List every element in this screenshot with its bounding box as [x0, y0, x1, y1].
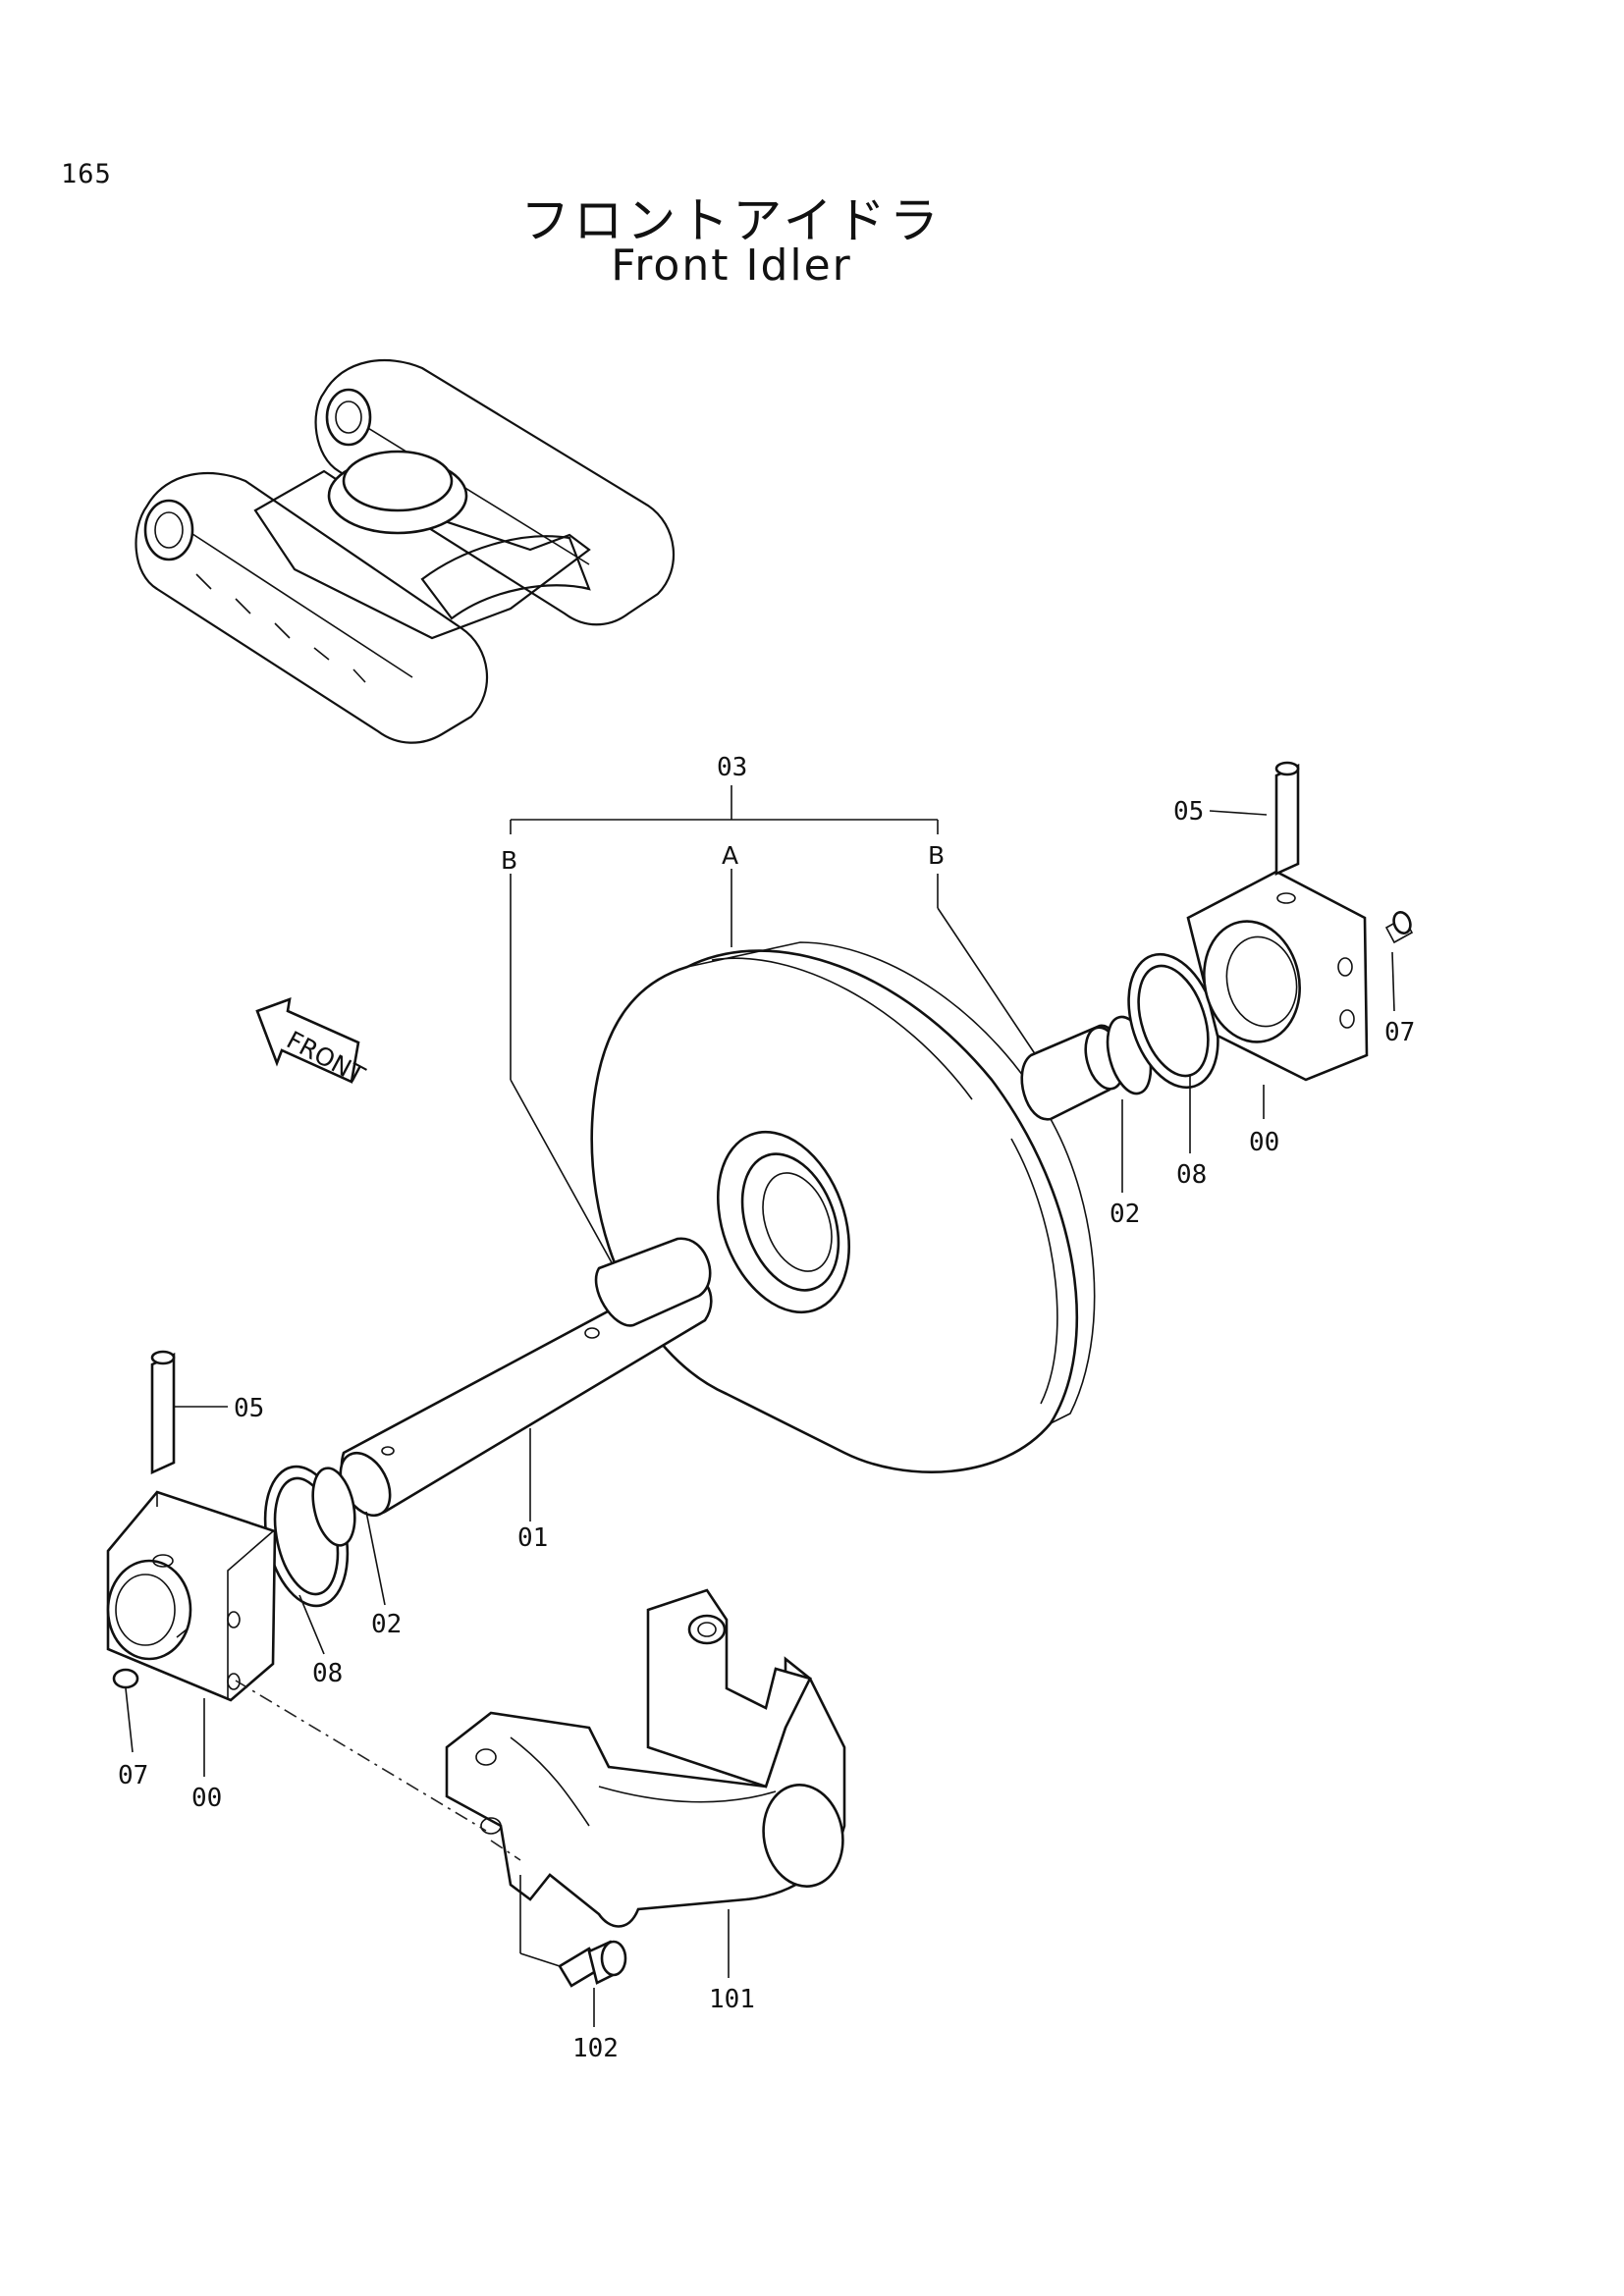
yoke	[445, 1588, 846, 1928]
assembly-leader-lines	[510, 785, 1037, 1267]
callout-leaders	[125, 810, 1395, 2027]
shaft	[339, 1237, 713, 1518]
callout-b-right: B	[928, 841, 945, 870]
callout-00-left: 00	[191, 1784, 222, 1813]
drive-sprocket-icon	[143, 499, 194, 561]
bolt	[558, 1940, 627, 1988]
callout-05-left: 05	[234, 1394, 264, 1423]
callout-02-left: 02	[371, 1610, 402, 1639]
callout-labels: 03 A B B 05 07 02 08 00 01 05 02 08 07 0…	[118, 753, 1415, 2063]
callout-07-left: 07	[118, 1761, 148, 1790]
front-direction-arrow: FRONT	[255, 997, 370, 1091]
center-lines	[235, 1680, 521, 1861]
title-japanese: フロントアイドラ	[520, 192, 943, 249]
page-number: 165	[61, 159, 112, 189]
callout-00-right: 00	[1249, 1128, 1279, 1157]
callout-102: 102	[572, 2034, 619, 2063]
callout-b-left: B	[501, 846, 517, 875]
left-bearing-group	[106, 1350, 356, 1702]
idler-wheel	[590, 941, 1096, 1473]
callout-03: 03	[717, 753, 747, 782]
callout-08-left: 08	[312, 1659, 343, 1688]
callout-a: A	[722, 841, 738, 870]
callout-08-right: 08	[1176, 1160, 1207, 1190]
callout-01: 01	[517, 1523, 548, 1553]
undercarriage-overview	[135, 358, 676, 744]
callout-07-right: 07	[1384, 1018, 1415, 1047]
callout-05-right: 05	[1173, 797, 1204, 827]
front-idler-highlight-icon	[325, 388, 372, 447]
right-bearing-group	[1020, 761, 1414, 1121]
callout-02-right: 02	[1110, 1200, 1140, 1229]
callout-101: 101	[709, 1985, 755, 2014]
title-english: Front Idler	[611, 240, 852, 291]
